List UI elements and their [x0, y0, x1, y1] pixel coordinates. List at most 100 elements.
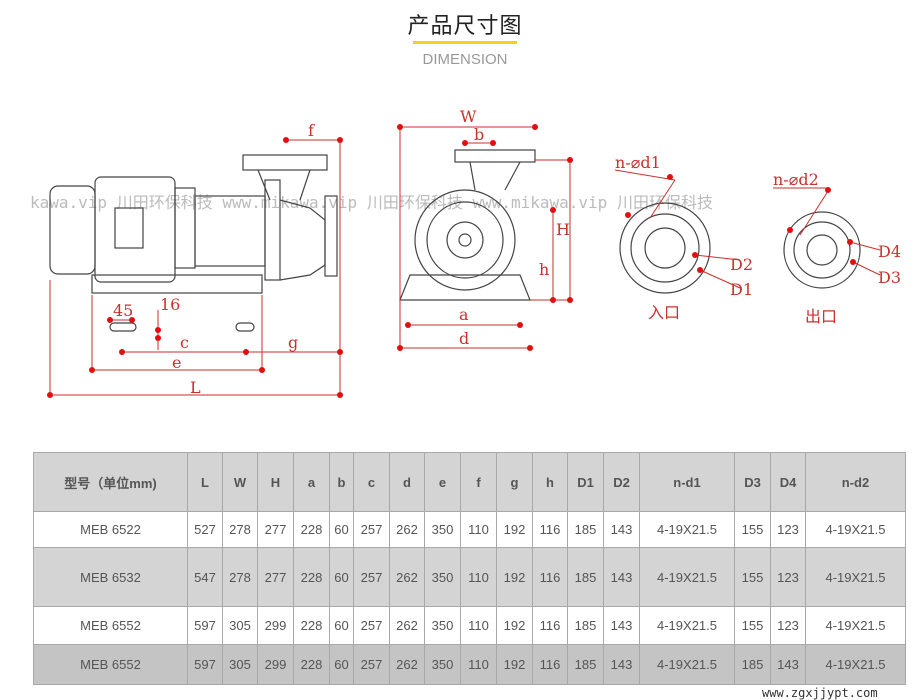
dim-label-b: b: [474, 125, 484, 144]
label-D3: D3: [878, 268, 901, 287]
value-cell: 228: [293, 511, 330, 548]
value-cell: 299: [257, 644, 294, 685]
value-cell: 257: [353, 547, 390, 607]
value-cell: 110: [460, 606, 497, 645]
value-cell: 185: [567, 511, 604, 548]
value-cell: 228: [293, 644, 330, 685]
value-cell: 305: [222, 606, 258, 645]
value-cell: 123: [770, 511, 806, 548]
title-underline: [413, 41, 517, 44]
column-header: h: [532, 452, 568, 512]
column-header: a: [293, 452, 330, 512]
value-cell: 143: [603, 511, 640, 548]
value-cell: 143: [603, 644, 640, 685]
column-header: d: [389, 452, 425, 512]
value-cell: 257: [353, 606, 390, 645]
dim-label-c: c: [180, 333, 189, 352]
model-cell: MEB 6552: [33, 606, 188, 645]
value-cell: 228: [293, 547, 330, 607]
dim-label-L: L: [190, 378, 201, 397]
value-cell: 116: [532, 511, 568, 548]
model-cell: MEB 6552: [33, 644, 188, 685]
value-cell: 257: [353, 644, 390, 685]
dim-label-W: W: [460, 107, 477, 126]
value-cell: 262: [389, 606, 425, 645]
value-cell: 4-19X21.5: [805, 606, 906, 645]
side-view: [49, 154, 338, 332]
value-cell: 192: [496, 644, 533, 685]
value-cell: 4-19X21.5: [805, 511, 906, 548]
value-cell: 116: [532, 547, 568, 607]
value-cell: 155: [734, 547, 771, 607]
value-cell: 597: [187, 606, 223, 645]
dim-label-f: f: [308, 121, 315, 140]
outlet-flange: [783, 211, 861, 289]
value-cell: 4-19X21.5: [639, 606, 735, 645]
value-cell: 192: [496, 547, 533, 607]
dim-label-a: a: [459, 305, 469, 324]
value-cell: 116: [532, 606, 568, 645]
dim-label-H: H: [556, 220, 570, 239]
value-cell: 527: [187, 511, 223, 548]
front-dimension-points: [397, 124, 573, 351]
value-cell: 143: [603, 547, 640, 607]
value-cell: 228: [293, 606, 330, 645]
value-cell: 155: [734, 606, 771, 645]
value-cell: 350: [424, 547, 461, 607]
value-cell: 277: [257, 547, 294, 607]
dim-label-d: d: [459, 329, 469, 348]
value-cell: 143: [603, 606, 640, 645]
label-D1: D1: [730, 280, 753, 299]
outlet-points: [787, 187, 856, 265]
value-cell: 257: [353, 511, 390, 548]
value-cell: 299: [257, 606, 294, 645]
column-header: D4: [770, 452, 806, 512]
outlet-leaders: [773, 187, 881, 276]
dim-label-e: e: [172, 353, 181, 372]
value-cell: 110: [460, 547, 497, 607]
page-subtitle: DIMENSION: [422, 51, 508, 68]
value-cell: 110: [460, 511, 497, 548]
column-header: f: [460, 452, 497, 512]
column-header: e: [424, 452, 461, 512]
column-header: n-d1: [639, 452, 735, 512]
value-cell: 277: [257, 511, 294, 548]
label-outlet: 出口: [805, 307, 837, 326]
value-cell: 262: [389, 547, 425, 607]
value-cell: 60: [329, 644, 354, 685]
value-cell: 4-19X21.5: [639, 511, 735, 548]
label-D4: D4: [878, 242, 901, 261]
value-cell: 110: [460, 644, 497, 685]
site-watermark: www.zgxjjypt.com: [762, 686, 878, 700]
side-dimension-points: [47, 137, 343, 398]
dim-label-16: 16: [160, 295, 180, 314]
value-cell: 4-19X21.5: [639, 644, 735, 685]
dim-label-45: 45: [113, 301, 133, 320]
value-cell: 4-19X21.5: [639, 547, 735, 607]
model-cell: MEB 6532: [33, 547, 188, 607]
column-header: D2: [603, 452, 640, 512]
label-inlet: 入口: [648, 303, 680, 322]
value-cell: 350: [424, 606, 461, 645]
value-cell: 155: [734, 511, 771, 548]
dim-label-g: g: [288, 333, 298, 352]
front-view: [399, 149, 536, 301]
label-n-d1: n-⌀d1: [615, 153, 661, 172]
value-cell: 60: [329, 547, 354, 607]
value-cell: 185: [567, 644, 604, 685]
dimension-drawing: kawa.vip 川田环保科技 www.mikawa.vip 川田环保科技 ww…: [30, 107, 901, 398]
column-header: D1: [567, 452, 604, 512]
page-title: 产品尺寸图: [407, 14, 523, 39]
value-cell: 143: [770, 644, 806, 685]
column-header: W: [222, 452, 258, 512]
column-header: D3: [734, 452, 771, 512]
value-cell: 60: [329, 511, 354, 548]
value-cell: 192: [496, 511, 533, 548]
inlet-leaders: [614, 169, 741, 289]
column-header: c: [353, 452, 390, 512]
value-cell: 116: [532, 644, 568, 685]
dim-label-h: h: [539, 260, 549, 279]
